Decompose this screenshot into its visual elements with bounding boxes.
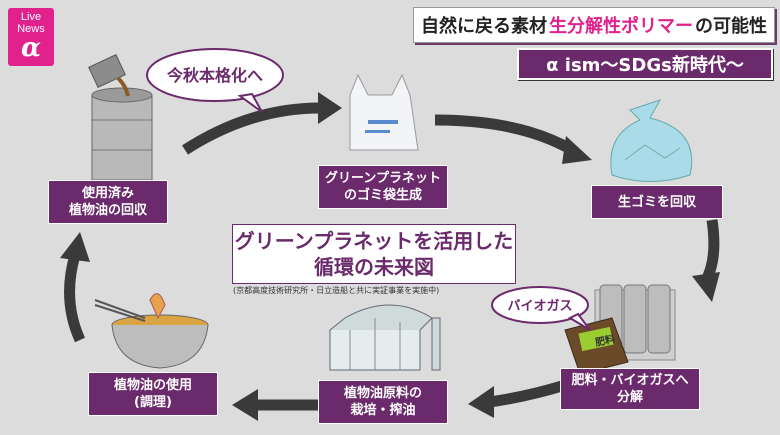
arrow-bag-to-garbage [434, 114, 592, 164]
step-decompose-line1: 肥料・バイオガスへ [571, 373, 689, 388]
footnote: (京都高度技術研究所・日立造船と共に実証事業を実施中) [233, 286, 440, 295]
arrow-use-to-oil [60, 232, 90, 343]
step-decompose-line2: 分解 [616, 390, 643, 405]
step-bag-make-line2: のゴミ袋生成 [343, 188, 422, 203]
step-bag-make: グリーンプラネットのゴミ袋生成 [318, 165, 448, 209]
greenhouse-icon [329, 304, 441, 371]
series-title: α ism〜SDGs新時代〜 [517, 48, 773, 80]
step-oil-collect-line2: 植物油の回収 [68, 203, 147, 218]
center-title: グリーンプラネットを活用した 循環の未来図 [232, 224, 516, 284]
fertilizer-bag-icon [564, 317, 629, 375]
arrow-decompose-to-farm [468, 379, 567, 418]
arrow-garbage-to-decompose [692, 219, 720, 302]
step-farm-line2: 栽培・搾油 [350, 403, 416, 418]
biogas-text: バイオガス [507, 299, 572, 314]
step-oil-use-line1: 植物油の使用 [113, 378, 192, 393]
step-decompose: 肥料・バイオガスへ分解 [560, 368, 700, 410]
oil-drum-icon [88, 54, 153, 181]
logo-symbol: α [20, 33, 41, 63]
biogas-bubble: バイオガス [491, 286, 591, 331]
step-farm: 植物油原料の栽培・搾油 [318, 380, 448, 424]
speech-bubble: 今秋本格化へ [146, 48, 284, 113]
step-bag-make-line1: グリーンプラネット [325, 171, 441, 186]
center-title-line1: グリーンプラネットを活用した [234, 229, 514, 253]
center-title-line2: 循環の未来図 [314, 255, 434, 279]
step-garbage-text: 生ゴミを回収 [617, 194, 696, 210]
step-oil-collect-line1: 使用済み [81, 186, 134, 201]
headline: 自然に戻る素材 生分解性ポリマー の可能性 [413, 7, 775, 43]
garbage-bag-icon [610, 99, 693, 182]
headline-highlight: 生分解性ポリマー [549, 16, 693, 37]
step-oil-use: 植物油の使用 (調理) [88, 372, 218, 416]
headline-part1: 自然に戻る素材 [421, 16, 547, 37]
step-garbage: 生ゴミを回収 [591, 185, 723, 219]
step-oil-collect: 使用済み植物油の回収 [48, 180, 168, 224]
live-news-logo: Live News α [8, 8, 54, 66]
plastic-bag-icon [349, 73, 419, 151]
logo-line2: News [17, 23, 45, 35]
logo-line1: Live [20, 11, 42, 23]
bubble-text: 今秋本格化へ [166, 66, 263, 85]
headline-part2: の可能性 [695, 16, 767, 37]
step-oil-use-line2: (調理) [134, 395, 172, 410]
step-farm-line1: 植物油原料の [343, 386, 422, 401]
arrow-oil-to-bag [182, 92, 342, 155]
fertilizer-label: 肥料 [594, 332, 616, 349]
arrow-farm-to-use [232, 389, 325, 421]
fryer-pot-icon [94, 293, 209, 369]
